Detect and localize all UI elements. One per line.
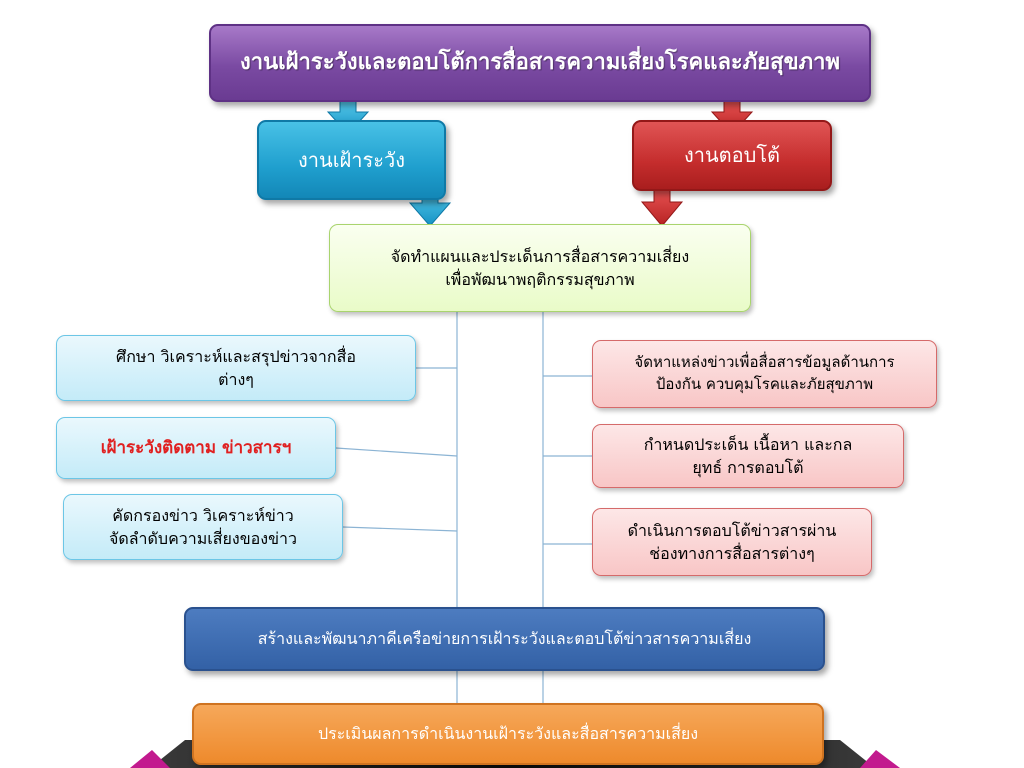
title-text: งานเฝ้าระวังและตอบโต้การสื่อสารความเสี่ย… (240, 50, 840, 76)
right-item-respond-text: ดำเนินการตอบโต้ข่าวสารผ่าน ช่องทางการสื่… (627, 520, 837, 563)
left-item-monitor-box: เฝ้าระวังติดตาม ข่าวสารฯ (56, 417, 336, 479)
plan-text: จัดทำแผนและประเด็นการสื่อสารความเสี่ยง เ… (390, 246, 690, 289)
surveillance-text: งานเฝ้าระวัง (298, 147, 405, 172)
right-item-respond-box: ดำเนินการตอบโต้ข่าวสารผ่าน ช่องทางการสื่… (592, 508, 872, 576)
response-text: งานตอบโต้ (683, 143, 781, 167)
base-accent-left (130, 750, 170, 768)
evaluation-text: ประเมินผลการดำเนินงานเฝ้าระวังและสื่อสาร… (317, 724, 699, 744)
branch-line-left-3 (342, 526, 458, 532)
surveillance-box: งานเฝ้าระวัง (257, 120, 446, 200)
base-accent-right (860, 750, 900, 768)
left-item-screen-box: คัดกรองข่าว วิเคราะห์ข่าว จัดลำดับความเส… (63, 494, 343, 560)
left-item-screen-text: คัดกรองข่าว วิเคราะห์ข่าว จัดลำดับความเส… (108, 505, 297, 548)
right-item-strategy-box: กำหนดประเด็น เนื้อหา และกล ยุทธ์ การตอบโ… (592, 424, 904, 488)
right-item-sources-text: จัดหาแหล่งข่าวเพื่อสื่อสารข้อมูลด้านการ … (634, 353, 895, 393)
title-box: งานเฝ้าระวังและตอบโต้การสื่อสารความเสี่ย… (209, 24, 871, 102)
response-box: งานตอบโต้ (632, 120, 832, 191)
branch-line-left-2 (335, 447, 458, 457)
left-item-study-box: ศึกษา วิเคราะห์และสรุปข่าวจากสื่อ ต่างๆ (56, 335, 416, 401)
left-item-study-text: ศึกษา วิเคราะห์และสรุปข่าวจากสื่อ ต่างๆ (116, 346, 356, 389)
right-item-strategy-text: กำหนดประเด็น เนื้อหา และกล ยุทธ์ การตอบโ… (643, 434, 853, 477)
evaluation-box: ประเมินผลการดำเนินงานเฝ้าระวังและสื่อสาร… (192, 703, 824, 765)
network-text: สร้างและพัฒนาภาคีเครือข่ายการเฝ้าระวังแล… (257, 629, 752, 649)
plan-box: จัดทำแผนและประเด็นการสื่อสารความเสี่ยง เ… (329, 224, 751, 312)
network-box: สร้างและพัฒนาภาคีเครือข่ายการเฝ้าระวังแล… (184, 607, 825, 671)
left-item-monitor-text: เฝ้าระวังติดตาม ข่าวสารฯ (100, 437, 292, 458)
right-item-sources-box: จัดหาแหล่งข่าวเพื่อสื่อสารข้อมูลด้านการ … (592, 340, 937, 408)
